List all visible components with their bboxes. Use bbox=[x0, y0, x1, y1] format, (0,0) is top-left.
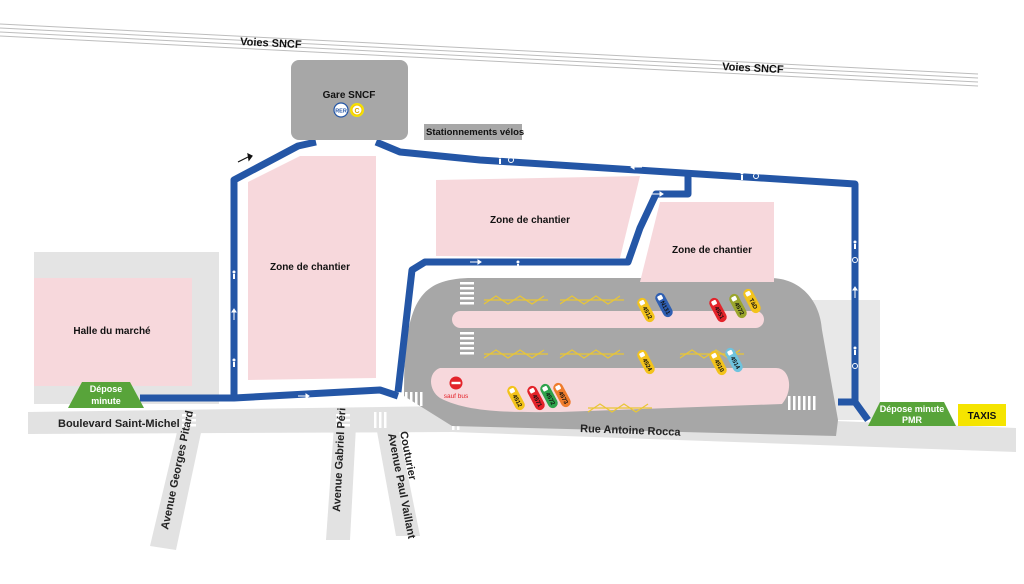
bike-parking bbox=[424, 124, 522, 140]
market-hall bbox=[34, 278, 192, 386]
rer-badge-label: RER bbox=[335, 108, 347, 114]
bus-icon bbox=[711, 352, 718, 359]
bus-stop-label: 4571 bbox=[531, 394, 543, 409]
taxi-stand: TAXIS bbox=[958, 404, 1006, 426]
roads bbox=[28, 406, 1016, 550]
bus-stop-label: 4510 bbox=[713, 359, 725, 374]
bus-icon bbox=[639, 351, 646, 358]
drop-off-pmr-line-2: PMR bbox=[902, 415, 923, 425]
pedestrian-route bbox=[140, 138, 871, 423]
street-saint-michel: Boulevard Saint-Michel bbox=[58, 418, 180, 430]
taxi-label: TAXIS bbox=[968, 411, 997, 422]
bus-stop-label: 4572 bbox=[733, 302, 745, 317]
drop-off-line-1: Dépose bbox=[90, 384, 123, 394]
drop-off-pmr-line-1: Dépose minute bbox=[880, 404, 945, 414]
bus-stop-label: 4573 bbox=[557, 391, 569, 406]
bus-stop-label: 4512 bbox=[511, 394, 523, 409]
bus-icon bbox=[509, 387, 516, 394]
bus-stop-label: 4551 bbox=[713, 306, 725, 321]
no-entry-sign: sauf bus bbox=[444, 376, 469, 400]
drop-off-line-2: minute bbox=[91, 396, 121, 406]
bus-icon bbox=[657, 294, 664, 301]
line-c-badge-label: C bbox=[354, 108, 359, 115]
bus-icon bbox=[529, 387, 536, 394]
worksite-3 bbox=[640, 202, 774, 282]
bus-icon bbox=[555, 384, 562, 391]
platform-upper bbox=[452, 311, 764, 328]
road-vaillant bbox=[376, 426, 420, 536]
bus-stop-badge: 4573 bbox=[553, 382, 571, 408]
bus-bay-markings bbox=[483, 295, 744, 413]
bus-icon bbox=[731, 295, 738, 302]
bus-stop-badge: 4551 bbox=[709, 297, 727, 323]
railway-label-left: Voies SNCF bbox=[240, 36, 302, 51]
bus-stop-label: 4512 bbox=[641, 306, 653, 321]
road-peri bbox=[326, 426, 356, 540]
worksite-1 bbox=[248, 156, 376, 380]
railway-tracks bbox=[0, 23, 979, 87]
bus-stop-badge: 4510 bbox=[709, 350, 727, 376]
bus-icon bbox=[711, 299, 718, 306]
bus-stop-badge: 4571 bbox=[527, 385, 545, 411]
market-hall-label: Halle du marché bbox=[73, 326, 151, 337]
bus-stop-badge: 4512 bbox=[507, 385, 525, 411]
bus-stop-badge: 4572 bbox=[540, 383, 558, 409]
bus-icon bbox=[542, 385, 549, 392]
street-rocca: Rue Antoine Rocca bbox=[580, 423, 682, 439]
drop-off-left: Dépose minute bbox=[68, 382, 144, 408]
bus-icon bbox=[639, 299, 646, 306]
bus-stop-label: 4572 bbox=[544, 392, 556, 407]
bus-stop-label: 4514 bbox=[729, 356, 741, 371]
platform-lower bbox=[431, 368, 790, 413]
bus-stop-label: 4524 bbox=[641, 358, 653, 373]
no-entry-label: sauf bus bbox=[444, 393, 469, 400]
bus-stop-badge: TàD bbox=[743, 288, 761, 314]
wheelchair-icons bbox=[508, 157, 858, 369]
bus-stop-badge: 4512 bbox=[637, 297, 655, 323]
train-station bbox=[291, 60, 408, 140]
route-arrows bbox=[231, 164, 858, 399]
worksite-3-label: Zone de chantier bbox=[672, 245, 752, 256]
rer-icon: RER bbox=[333, 102, 349, 118]
street-peri: Avenue Gabriel Péri bbox=[331, 408, 348, 513]
railway-label-right: Voies SNCF bbox=[722, 61, 784, 76]
worksite-1-label: Zone de chantier bbox=[270, 262, 350, 273]
bus-icon bbox=[727, 349, 734, 356]
line-c-icon: C bbox=[350, 103, 364, 117]
bus-icon bbox=[745, 290, 752, 297]
bus-stop-badge: 4524 bbox=[637, 349, 655, 375]
bus-stop-badge: 4572 bbox=[729, 293, 747, 319]
direction-arrow-icon bbox=[237, 152, 253, 163]
road-pitard bbox=[150, 428, 202, 550]
station-label: Gare SNCF bbox=[323, 90, 376, 101]
drop-off-pmr: Dépose minute PMR bbox=[868, 402, 956, 426]
bus-station-area bbox=[404, 278, 838, 436]
main-road bbox=[28, 406, 1016, 452]
bus-stop-badge: 4514 bbox=[725, 347, 743, 373]
bus-stop-label: TàD bbox=[747, 298, 758, 311]
worksite-2-label: Zone de chantier bbox=[490, 215, 570, 226]
worksite-2 bbox=[436, 176, 640, 258]
pedestrian-icons bbox=[232, 155, 857, 367]
bike-parking-label: Stationnements vélos bbox=[426, 127, 524, 138]
